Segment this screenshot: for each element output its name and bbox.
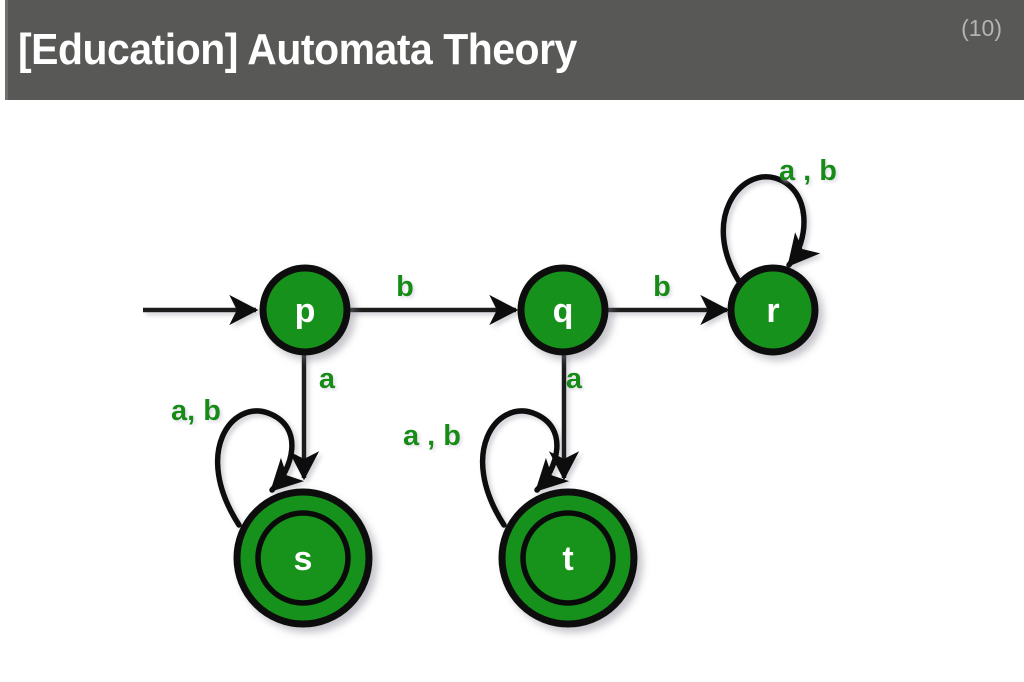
transition-label-r-self-loop: a , b: [779, 155, 837, 187]
state-node-p[interactable]: p: [259, 264, 351, 356]
state-s-inner-circle: [255, 510, 351, 606]
state-node-s[interactable]: s: [233, 488, 373, 628]
state-node-t[interactable]: t: [498, 488, 638, 628]
transition-label-q-t: a: [566, 363, 583, 395]
state-r-circle: [727, 264, 819, 356]
state-p-circle: [259, 264, 351, 356]
slide-header-bar: [Education] Automata Theory (10): [0, 0, 1024, 100]
slide-page-number: (10): [961, 15, 1002, 41]
automaton-state-diagram-svg: p q r s t: [143, 155, 837, 628]
state-r-label: r: [766, 292, 779, 330]
page-title: [Education] Automata Theory: [18, 25, 577, 74]
state-node-q[interactable]: q: [517, 264, 609, 356]
state-t-inner-circle: [520, 510, 616, 606]
transition-label-p-s: a: [319, 363, 336, 395]
state-s-label: s: [294, 540, 313, 578]
state-t-label: t: [562, 540, 573, 578]
edge-s-self-loop: [215, 408, 305, 528]
transition-label-t-self-loop: a , b: [403, 420, 461, 452]
state-node-r[interactable]: r: [727, 264, 819, 356]
state-p-label: p: [295, 292, 316, 330]
automaton-diagram: p q r s t: [0, 100, 1024, 682]
header-left-white-strip: [0, 0, 5, 100]
edge-t-self-loop: [480, 408, 570, 528]
transition-label-q-r: b: [653, 271, 671, 303]
header-left-accent-rule: [5, 0, 8, 100]
transition-label-s-self-loop: a, b: [171, 395, 221, 427]
state-q-label: q: [553, 292, 574, 330]
edge-r-self-loop: [720, 174, 821, 286]
state-q-circle: [517, 264, 609, 356]
transition-label-p-q: b: [396, 271, 414, 303]
